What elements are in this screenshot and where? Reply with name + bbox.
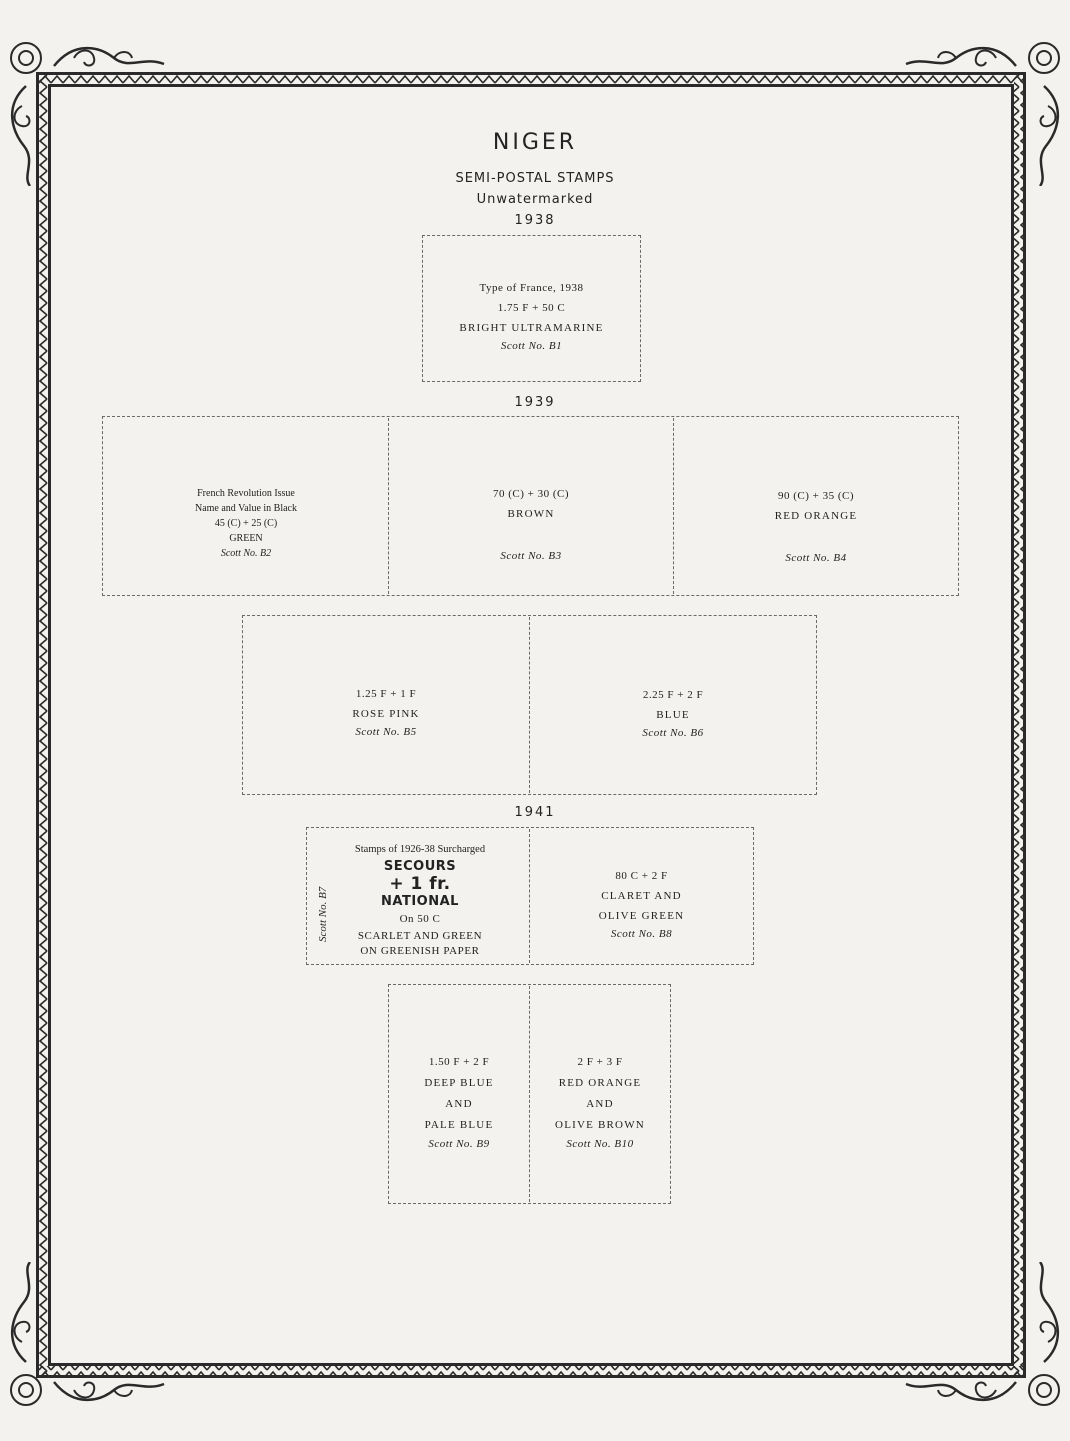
stamp-b10-scott: Scott No. B10 [566,1138,634,1150]
stamp-b7-text: Stamps of 1926-38 Surcharged SECOURS + 1… [330,842,510,958]
stamp-b9-value: 1.50 F + 2 F [428,1056,490,1068]
stamp-b10-color-1: RED ORANGE [558,1077,642,1089]
stamp-b5-scott: Scott No. B5 [355,726,417,738]
stamp-b7-surcharge-3: NATIONAL [381,894,459,909]
corner-ornament-top-left [10,42,165,186]
stamp-row-b5-b6 [242,615,817,795]
divider [529,829,530,963]
stamp-b10-text: 2 F + 3 F RED ORANGE AND OLIVE BROWN Sco… [530,1052,670,1152]
stamp-b10-color-2: AND [586,1098,614,1110]
zigzag-border [39,75,1023,1375]
stamp-b1-type: Type of France, 1938 [479,282,584,294]
stamp-b5-text: 1.25 F + 1 F ROSE PINK Scott No. B5 [243,684,529,740]
stamp-b5-color: ROSE PINK [352,708,420,720]
stamp-b9-scott: Scott No. B9 [428,1138,490,1150]
stamp-b2-note: Name and Value in Black [194,503,297,514]
stamp-b3-scott: Scott No. B3 [500,550,562,562]
stamp-b7-paper: ON GREENISH PAPER [360,945,480,957]
corner-ornament-bottom-right [905,1262,1060,1406]
stamp-b7-value: On 50 C [399,913,441,925]
stamp-b6-value: 2.25 F + 2 F [642,689,704,701]
stamp-b4-scott: Scott No. B4 [785,552,847,564]
stamp-b9-color-3: PALE BLUE [424,1119,494,1131]
stamp-space-b1 [422,235,641,382]
stamp-b7-surcharge-2: + 1 fr. [389,874,451,894]
stamp-row-1939 [102,416,959,596]
stamp-b6-color: BLUE [656,709,690,721]
stamp-b2-color: GREEN [229,533,263,544]
stamp-b1-color: BRIGHT ULTRAMARINE [459,322,604,334]
page-border-inner [48,84,1014,1366]
stamp-b8-color-2: OLIVE GREEN [598,910,685,922]
year-heading-1939: 1939 [514,395,556,410]
stamp-b6-scott: Scott No. B6 [642,727,704,739]
stamp-b8-value: 80 C + 2 F [615,870,668,882]
stamp-b5-value: 1.25 F + 1 F [355,688,417,700]
stamp-b2-issue: French Revolution Issue [197,488,295,499]
stamp-b3-text: 70 (C) + 30 (C) BROWN Scott No. B3 [389,484,673,566]
divider [529,986,530,1202]
stamp-b3-value: 70 (C) + 30 (C) [492,488,570,500]
stamp-b8-text: 80 C + 2 F CLARET AND OLIVE GREEN Scott … [530,866,753,942]
stamp-b4-color: RED ORANGE [774,510,858,522]
stamp-b6-text: 2.25 F + 2 F BLUE Scott No. B6 [530,685,816,741]
year-heading-1938: 1938 [514,213,556,228]
divider [388,418,389,594]
stamp-row-b9-b10 [388,984,671,1204]
page-border-outer [36,72,1026,1378]
stamp-b8-color-1: CLARET AND [601,890,682,902]
stamp-b9-color-2: AND [445,1098,473,1110]
stamp-b4-value: 90 (C) + 35 (C) [777,490,855,502]
stamp-b8-scott: Scott No. B8 [610,928,673,940]
corner-ornament-bottom-left [10,1262,165,1406]
stamp-b3-color: BROWN [507,508,555,520]
stamp-b10-value: 2 F + 3 F [577,1056,623,1068]
watermark-note: Unwatermarked [476,192,594,207]
stamp-b10-color-3: OLIVE BROWN [555,1119,645,1131]
year-heading-1941: 1941 [514,805,556,820]
stamp-b7-color: SCARLET AND GREEN [357,930,483,942]
stamp-b4-text: 90 (C) + 35 (C) RED ORANGE Scott No. B4 [674,486,958,568]
stamp-b7-surcharge-note: Stamps of 1926-38 Surcharged [354,844,486,855]
stamp-b7-scott: Scott No. B7 [317,886,329,942]
stamp-b9-color-1: DEEP BLUE [424,1077,494,1089]
country-title: NIGER [492,130,578,155]
stamp-b9-text: 1.50 F + 2 F DEEP BLUE AND PALE BLUE Sco… [389,1052,529,1152]
stamp-b2-text: French Revolution Issue Name and Value i… [104,486,388,561]
divider [673,418,674,594]
stamp-b7-surcharge-1: SECOURS [383,859,457,874]
stamp-b2-scott: Scott No. B2 [220,548,272,559]
stamp-b1-value: 1.75 F + 50 C [497,302,566,314]
corner-ornament-top-right [905,42,1060,186]
stamp-b2-value: 45 (C) + 25 (C) [214,518,278,529]
stamp-row-b7-b8 [306,827,754,965]
stamp-b1-scott: Scott No. B1 [500,340,563,352]
stamp-b1-text: Type of France, 1938 1.75 F + 50 C BRIGH… [422,278,641,354]
section-subtitle: SEMI-POSTAL STAMPS [455,171,615,186]
divider [529,617,530,793]
